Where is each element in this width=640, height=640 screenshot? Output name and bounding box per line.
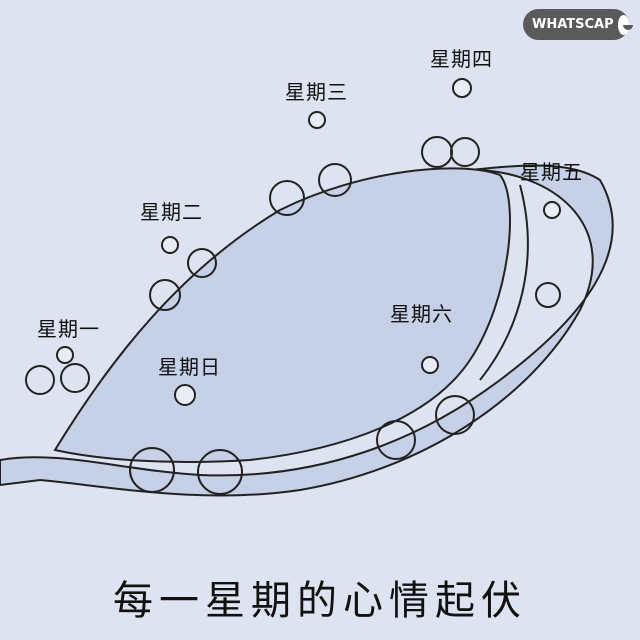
label-friday: 星期五 xyxy=(520,160,583,184)
caption: 每一星期的心情起伏 xyxy=(113,578,527,624)
label-thursday: 星期四 xyxy=(430,47,493,71)
label-wednesday: 星期三 xyxy=(285,80,348,104)
road xyxy=(0,164,614,497)
watermark-text: WHATSCAP xyxy=(532,17,614,32)
whatscap-watermark: WHATSCAP xyxy=(523,9,634,40)
bicycles xyxy=(25,136,561,495)
label-tuesday: 星期二 xyxy=(140,200,203,224)
inner-road-edge xyxy=(479,184,529,381)
label-saturday: 星期六 xyxy=(390,302,453,326)
label-monday: 星期一 xyxy=(37,317,100,341)
label-sunday: 星期日 xyxy=(158,355,221,379)
laughing-face-icon xyxy=(617,14,634,35)
riders xyxy=(56,78,561,406)
